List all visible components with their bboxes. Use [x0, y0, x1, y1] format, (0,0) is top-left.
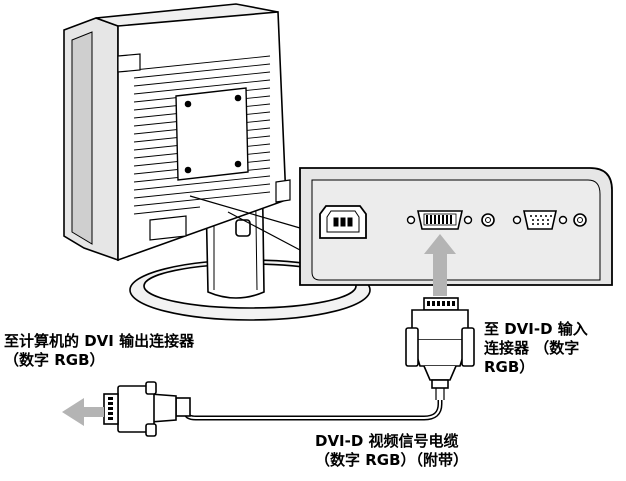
dvi-plug-monitor-side — [405, 297, 475, 400]
monitor — [63, 3, 291, 262]
label-line: 连接器 （数字 — [484, 339, 580, 357]
audio-jack-2 — [573, 213, 587, 227]
label-line: RGB） — [484, 358, 535, 376]
label-line: 至 DVI-D 输入 — [484, 320, 588, 338]
label-dvi-d-input: 至 DVI-D 输入 连接器 （数字 RGB） — [484, 320, 588, 377]
hd15-port — [512, 210, 568, 230]
audio-jack — [481, 213, 495, 227]
insert-arrow-left — [62, 398, 104, 426]
label-dvi-d-cable: DVI-D 视频信号电缆 （数字 RGB）（附带） — [315, 432, 468, 470]
label-line: 至计算机的 DVI 输出连接器 — [4, 332, 195, 350]
connector-panel — [299, 167, 613, 286]
label-computer-dvi-output: 至计算机的 DVI 输出连接器 （数字 RGB） — [4, 332, 194, 370]
dvi-d-port — [406, 210, 473, 230]
label-line: （数字 RGB） — [4, 351, 105, 369]
label-line: （数字 RGB）（附带） — [315, 451, 469, 469]
ac-power-inlet — [319, 205, 367, 239]
callout-leaders — [189, 195, 301, 251]
mounting-plate — [175, 87, 249, 181]
label-line: DVI-D 视频信号电缆 — [315, 432, 459, 450]
dvi-plug-computer-side — [103, 381, 191, 437]
insert-arrow-up — [424, 234, 456, 296]
dvi-cable — [183, 400, 443, 421]
